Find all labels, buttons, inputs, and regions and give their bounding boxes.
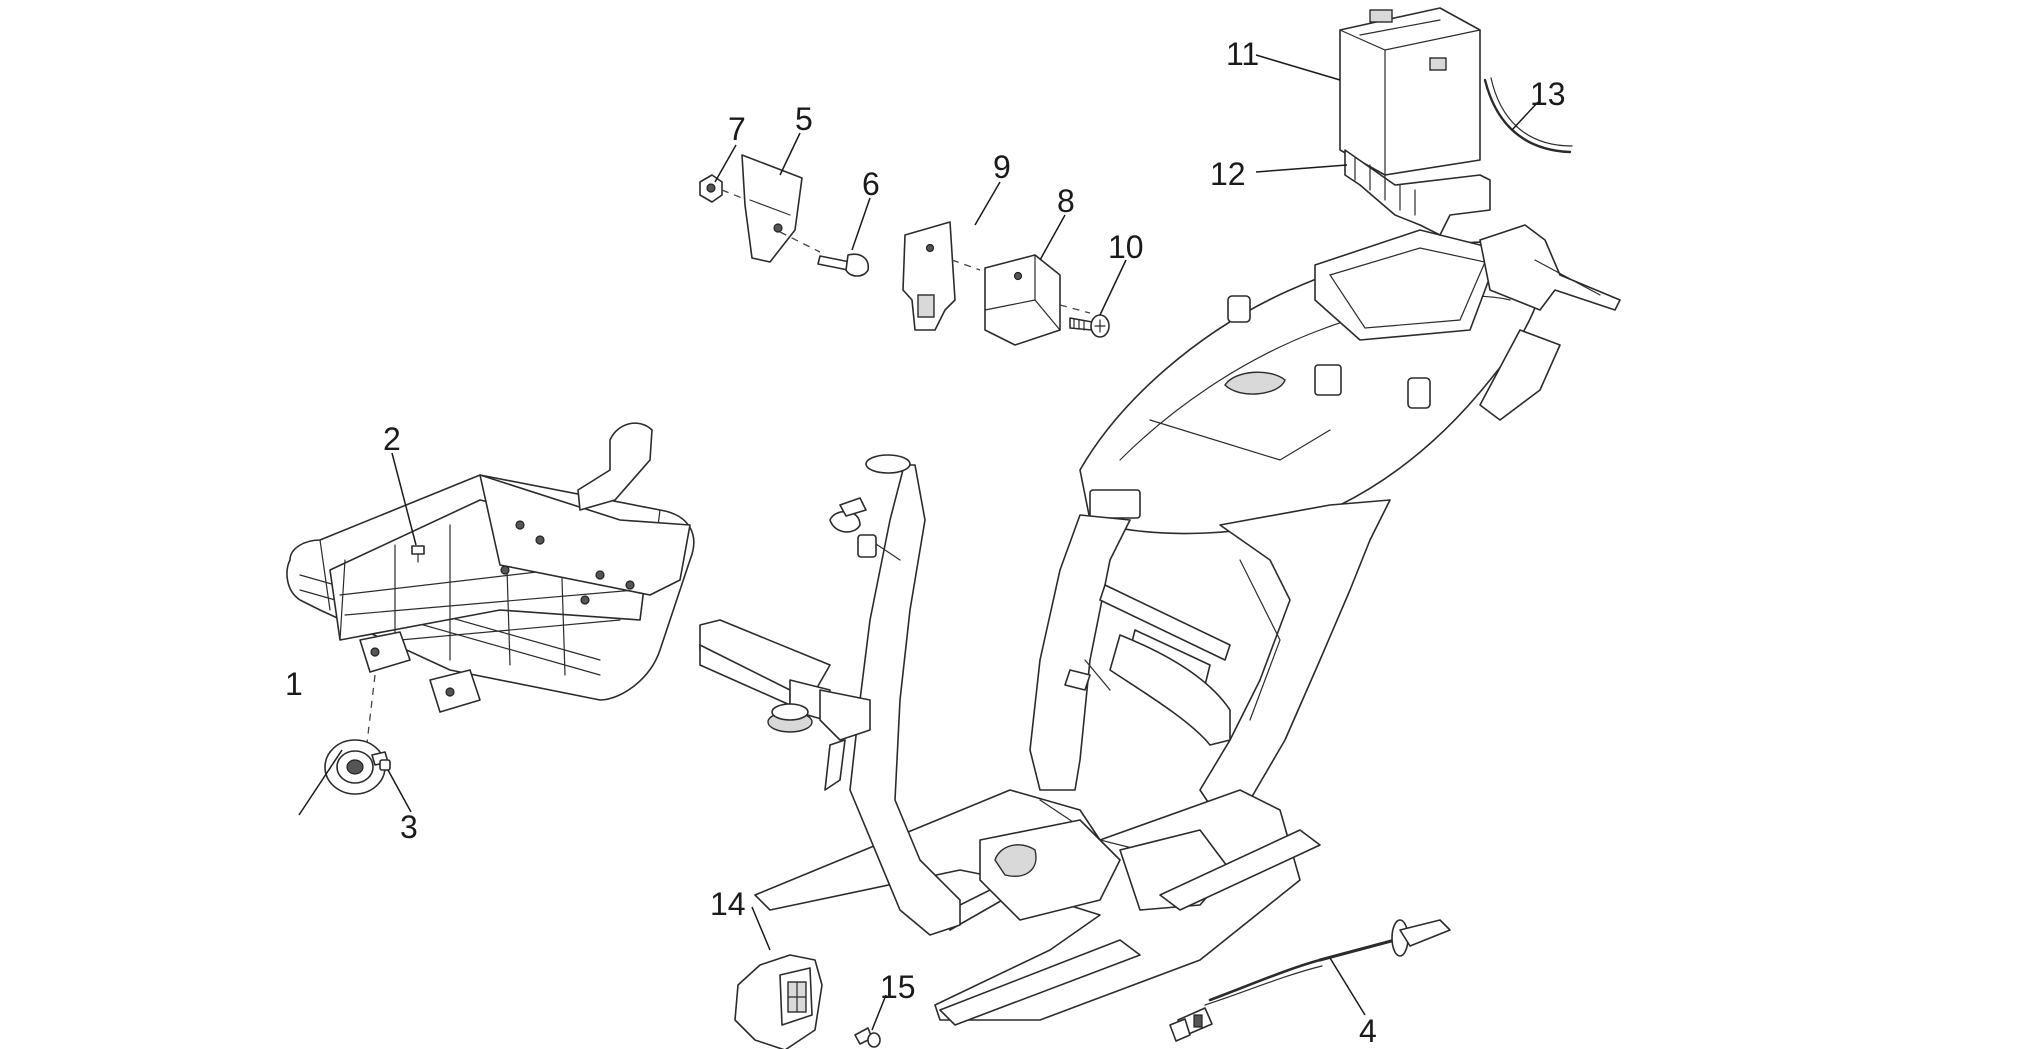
part-14-buzzer — [734, 954, 823, 1049]
callout-3: 3 — [400, 809, 418, 845]
callout-labels: 1 2 3 4 5 6 7 8 9 10 11 12 13 14 15 — [285, 36, 1566, 1049]
callout-8: 8 — [1057, 183, 1075, 219]
callout-14: 14 — [710, 886, 746, 922]
callout-4: 4 — [1359, 1013, 1377, 1049]
part-4-cable — [1169, 919, 1451, 1042]
part-7-nut — [699, 174, 723, 203]
part-12-battery-tray — [1344, 149, 1491, 236]
part-11-battery — [1339, 7, 1481, 176]
callout-5: 5 — [795, 101, 813, 137]
callout-7: 7 — [728, 111, 746, 147]
part-3-nut — [379, 759, 391, 771]
callout-1: 1 — [285, 666, 303, 702]
part-6-bolt — [817, 253, 870, 277]
leader-lines — [298, 54, 1539, 1031]
callout-10: 10 — [1108, 229, 1144, 265]
part-1-horn — [324, 739, 389, 795]
scooter-frame — [699, 224, 1621, 1026]
front-luggage-rack — [286, 422, 695, 713]
callout-11: 11 — [1226, 36, 1259, 72]
part-2-screw — [411, 545, 425, 563]
part-5-bracket — [741, 154, 803, 263]
part-10-screw — [1069, 314, 1110, 338]
callout-15: 15 — [880, 969, 916, 1005]
part-9-relay-bracket — [902, 221, 956, 331]
part-8-relay — [984, 254, 1061, 346]
callout-2: 2 — [383, 421, 401, 457]
callout-6: 6 — [862, 166, 880, 202]
part-15-screw — [854, 1027, 881, 1048]
callout-12: 12 — [1210, 156, 1246, 192]
callout-13: 13 — [1530, 76, 1566, 112]
callout-9: 9 — [993, 149, 1011, 185]
